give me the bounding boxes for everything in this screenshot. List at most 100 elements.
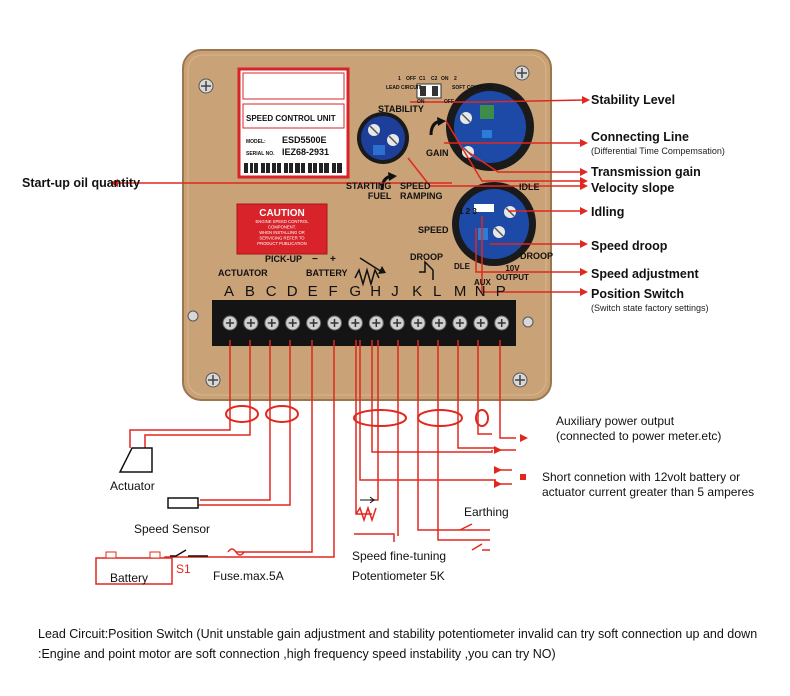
actuator-icon [118, 447, 153, 473]
speed-sensor-icon [167, 497, 199, 509]
terminal-letter-a: A [224, 283, 235, 300]
screw-slot [476, 319, 485, 327]
screw-slot [351, 319, 360, 327]
soft-coupling-label: SOFT COUPLING [452, 85, 494, 91]
callout-stability-level: Stability Level [591, 93, 676, 107]
screw-slot [455, 319, 464, 327]
terminal-letter-g: G [349, 283, 362, 300]
plus-sign: + [330, 254, 336, 265]
terminal-letter-d: D [286, 283, 298, 300]
terminal-letter-m: M [453, 283, 467, 300]
callout-startup-oil: Start-up oil quantity [22, 176, 141, 190]
serial-number: IEZ68-2931 [282, 147, 329, 157]
dle-label: DLE [454, 262, 470, 271]
gain-label: GAIN [426, 148, 449, 158]
screw-slot [435, 319, 443, 327]
idle-label: IDLE [519, 182, 540, 192]
callout-speed-droop: Speed droop [591, 239, 668, 253]
switch-on: ON [441, 76, 449, 82]
screw-slot [309, 319, 318, 327]
callout-position-switch: Position Switch [591, 287, 685, 301]
short-connection-line2: actuator current greater than 5 amperes [542, 485, 755, 499]
caution-line: COMPONENT. [268, 225, 296, 230]
battery-icon [95, 557, 173, 585]
switch-s1-icon [170, 549, 208, 557]
callout-velocity-slope: Velocity slope [591, 181, 675, 195]
wiring [129, 340, 516, 567]
stability-label: STABILITY [378, 104, 424, 114]
screw-slot [330, 319, 339, 327]
callout-transmission-gain: Transmission gain [591, 165, 701, 179]
terminal-letter-c: C [265, 283, 277, 300]
callout-connecting-line: Connecting Line [591, 130, 689, 144]
model-number: ESD5500E [282, 135, 327, 145]
short-connection-line1: Short connetion with 12volt battery or [542, 470, 741, 484]
starting-fuel-label: STARTING FUEL [346, 181, 392, 201]
screw-slot [372, 319, 381, 327]
caution-title: CAUTION [259, 208, 305, 219]
terminal-letter-e: E [307, 283, 318, 300]
switch-one-off: OFF [406, 76, 416, 82]
switch-s1-label: S1 [176, 562, 191, 576]
screw-slot [226, 319, 234, 327]
dip-label: 1 2 3 [459, 207, 477, 216]
screw-slot [497, 319, 506, 327]
speed-ramping-label: SPEED RAMPING [400, 181, 443, 201]
minus-sign: − [312, 254, 318, 265]
controller-panel: SPEED CONTROL UNIT MODEL: ESD5500E SERIA… [182, 49, 552, 401]
potentiometer-label: Potentiometer 5K [352, 569, 445, 583]
droop-terminal-label: DROOP [410, 252, 444, 262]
speed-label: SPEED [418, 225, 449, 235]
callout-idling: Idling [591, 205, 625, 219]
screw-icon [187, 65, 534, 388]
aux-label: AUX [474, 278, 491, 287]
switch-bottom-on: ON [417, 99, 425, 105]
screw-slot [414, 319, 423, 327]
terminal-letter-k: K [412, 283, 423, 300]
callout-position-switch-sub: (Switch state factory settings) [591, 303, 709, 313]
serial-label: SERIAL NO. [246, 151, 275, 157]
terminal-letter-b: B [244, 283, 255, 300]
switch-c2: C2 [431, 76, 438, 82]
caution-sticker [236, 203, 328, 255]
unit-name: SPEED CONTROL UNIT [246, 114, 336, 123]
aux-output-label: Auxiliary power output [556, 414, 675, 428]
pick-up-label: PICK-UP [265, 254, 303, 264]
terminal-letter-f: F [328, 283, 338, 300]
terminal-letter-j: J [391, 283, 399, 300]
switch-bottom-off: OFF [444, 99, 454, 105]
caution-line: ENGINE SPEED CONTROL [255, 219, 309, 224]
callout-lines [116, 99, 585, 293]
screw-slot [246, 319, 255, 327]
speed-sensor-label: Speed Sensor [134, 522, 211, 536]
speed-fine-tuning-label: Speed fine-tuning [352, 549, 447, 563]
screw-slot [267, 319, 276, 327]
terminal-letter-h: H [370, 283, 382, 300]
footnote: Lead Circuit:Position Switch (Unit unsta… [38, 627, 758, 661]
earthing-label: Earthing [464, 505, 509, 519]
switch-c1: C1 [419, 76, 426, 82]
aux-output-sub: (connected to power meter.etc) [556, 429, 722, 443]
caution-line: WHEN INSTALLING OR [259, 230, 305, 235]
callout-speed-adjustment: Speed adjustment [591, 267, 699, 281]
switch-two: 2 [454, 76, 457, 82]
callout-connecting-line-sub: (Differential Time Compemsation) [591, 146, 725, 156]
lead-circuit-label: LEAD CIRCUIT [386, 85, 422, 91]
battery-label: BATTERY [306, 268, 348, 278]
output-10v-label: 10V OUTPUT [496, 264, 529, 282]
screw-slot [393, 319, 402, 327]
actuator-wiring-label: Actuator [110, 479, 155, 493]
fuse-label: Fuse.max.5A [213, 569, 284, 583]
caution-line: PRODUCT PUBLICATION [257, 241, 306, 246]
battery-wiring-label: Battery [110, 571, 149, 585]
caution-line: SERVICING REFER TO [259, 236, 305, 241]
switch-one: 1 [398, 76, 401, 82]
terminal-letter-p: P [495, 283, 506, 300]
actuator-label: ACTUATOR [218, 268, 268, 278]
terminal-letter-n: N [474, 283, 486, 300]
model-label: MODEL: [246, 139, 266, 145]
droop-label: DROOP [520, 251, 554, 261]
screw-slot [288, 319, 297, 327]
terminal-letter-l: L [433, 283, 442, 300]
